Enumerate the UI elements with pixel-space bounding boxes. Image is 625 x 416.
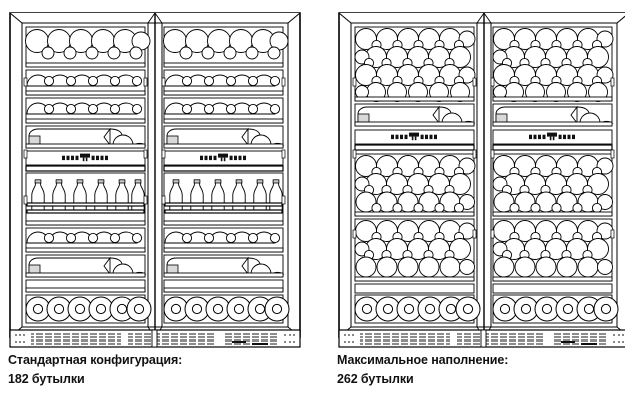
cabinet-maximum-left-door[interactable] <box>352 26 481 324</box>
shelf-standing-bottles <box>163 172 284 226</box>
shelf-stacked-2 <box>354 153 476 217</box>
cabinet-maximum-right-door[interactable] <box>490 26 619 324</box>
stack-rows <box>492 28 614 102</box>
shelf-sideview-c <box>163 279 284 293</box>
shelf-bottle-ends <box>492 294 619 324</box>
shelf-sideview-a <box>163 125 285 149</box>
control-panel-right[interactable] <box>492 129 613 151</box>
shelf-sideview-a <box>354 103 476 127</box>
shelf-sideview-c <box>25 279 146 293</box>
stack-rows <box>354 220 476 278</box>
caption-maximum-count: 262 бутылки <box>337 372 414 386</box>
shelf-stacked-2 <box>492 153 614 217</box>
cabinet-standard-right-door[interactable] <box>161 26 290 324</box>
shelf-sideview-c <box>354 283 475 294</box>
cabinet-standard[interactable] <box>9 12 301 348</box>
cabinet-maximum[interactable] <box>338 12 625 348</box>
stack-rows <box>492 155 614 214</box>
shelf-lying-deep <box>163 26 289 68</box>
diagram-area <box>9 12 625 348</box>
shelf-stacked-3 <box>354 218 476 282</box>
captions-area: Стандартная конфигурация: 182 бутылки Ма… <box>0 352 625 416</box>
stack-rows <box>354 28 476 102</box>
shelf-sideview-a <box>492 103 614 127</box>
base-grille-maximum <box>338 329 625 348</box>
shelf-stacked-1 <box>492 26 614 102</box>
control-panel-right[interactable] <box>163 150 284 172</box>
caption-standard-title: Стандартная конфигурация: <box>8 353 183 367</box>
shelf-lying-deep <box>25 26 151 68</box>
shelf-sideview-b <box>25 254 147 278</box>
shelf-lying-2 <box>163 69 284 96</box>
caption-maximum: Максимальное наполнение: 262 бутылки <box>337 352 508 388</box>
shelf-bottle-ends <box>163 294 290 324</box>
shelf-lying-5 <box>25 227 146 253</box>
caption-maximum-title: Максимальное наполнение: <box>337 353 509 367</box>
caption-standard-count: 182 бутылки <box>8 372 85 386</box>
cabinets-svg <box>9 12 625 348</box>
shelf-stacked-1 <box>354 26 476 102</box>
shelf-lying-3 <box>25 97 146 124</box>
shelf-stacked-3 <box>492 218 614 282</box>
shelf-lying-5 <box>163 227 284 253</box>
stack-rows <box>492 220 614 278</box>
shelf-sideview-b <box>163 254 285 278</box>
shelf-lying-2 <box>25 69 146 96</box>
stack-rows <box>354 155 476 214</box>
shelf-standing-bottles <box>25 172 146 226</box>
base-grille-standard <box>9 329 301 348</box>
shelf-sideview-a <box>25 125 147 149</box>
shelf-sideview-c <box>492 283 613 294</box>
control-panel-left[interactable] <box>25 150 146 172</box>
shelf-lying-3 <box>163 97 284 124</box>
caption-standard: Стандартная конфигурация: 182 бутылки <box>8 352 182 388</box>
shelf-bottle-ends <box>354 294 481 324</box>
cabinet-standard-left-door[interactable] <box>23 26 152 324</box>
shelf-bottle-ends <box>25 294 152 324</box>
control-panel-left[interactable] <box>354 129 475 151</box>
